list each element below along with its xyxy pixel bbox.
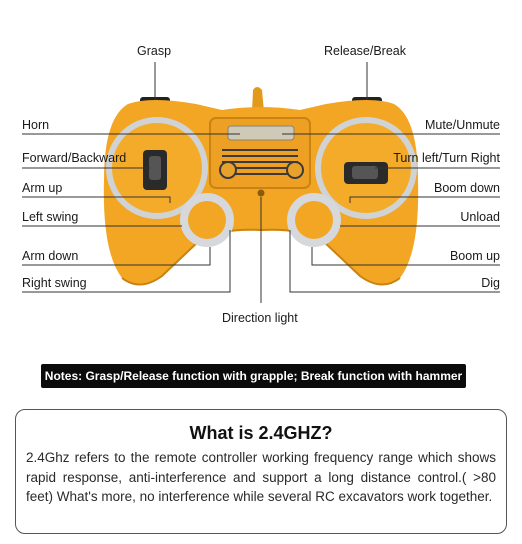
antenna [252, 87, 264, 112]
note-banner: Notes: Grasp/Release function with grapp… [41, 364, 466, 388]
label-horn: Horn [22, 118, 50, 132]
label-turn-left-right: Turn left/Turn Right [393, 151, 500, 165]
label-arm-up: Arm up [22, 181, 63, 195]
label-left-swing: Left swing [22, 210, 79, 224]
label-arm-down: Arm down [22, 249, 79, 263]
label-right-swing: Right swing [22, 276, 87, 290]
callout-lines [22, 62, 500, 303]
info-body: 2.4Ghz refers to the remote controller w… [26, 450, 496, 504]
label-release-break: Release/Break [324, 44, 406, 58]
mute-button [219, 161, 237, 179]
info-title: What is 2.4GHZ? [189, 423, 333, 443]
info-box: What is 2.4GHZ? 2.4Ghz refers to the rem… [15, 409, 507, 534]
label-forward-backward: Forward/Backward [22, 151, 127, 165]
controller-illustration [22, 62, 500, 303]
label-direction-light: Direction light [222, 311, 298, 325]
label-boom-up: Boom up [449, 249, 500, 263]
mute-button-right [286, 161, 304, 179]
label-dig: Dig [481, 276, 500, 290]
controller-diagram: Grasp Release/Break Horn Mute/Unmute For… [22, 44, 500, 325]
label-mute-unmute: Mute/Unmute [424, 118, 500, 132]
label-grasp: Grasp [137, 44, 172, 58]
direction-light [257, 189, 265, 197]
label-boom-down: Boom down [433, 181, 500, 195]
label-unload: Unload [460, 210, 500, 224]
horn-button [227, 125, 295, 141]
